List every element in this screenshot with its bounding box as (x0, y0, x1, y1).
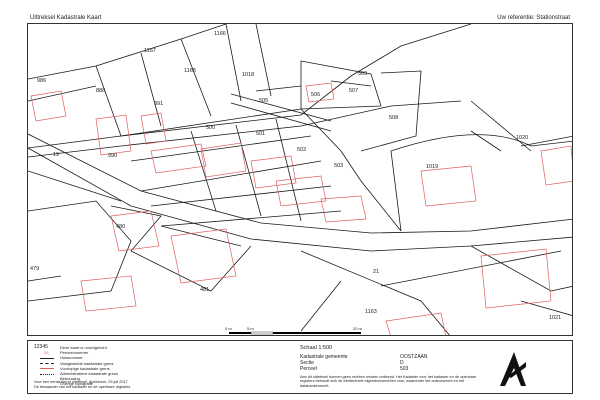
legend-footer: Voor een eensluidend uittreksel, Apeldoo… (34, 380, 130, 389)
parcel-508: 508 (389, 115, 398, 121)
parcel-1021: 1021 (549, 315, 561, 321)
parcel-boundaries (28, 24, 572, 335)
legend-symbol-provisional (40, 363, 54, 365)
legend-symbol-building (40, 368, 54, 370)
parcel-1168: 1168 (184, 68, 196, 74)
legend-item-admin-boundary: Administratieve kadastrale grens (60, 370, 119, 376)
parcel-500: 500 (206, 125, 215, 131)
parcel-479: 479 (30, 266, 39, 272)
legend-item-buildings: Bebouwing (60, 376, 80, 382)
legend-samples: 12345 25 (34, 344, 94, 356)
parcel-1163: 1163 (365, 309, 377, 315)
parcel-509: 509 (358, 71, 367, 77)
parcel-501: 501 (256, 131, 265, 137)
header-reference: Uw referentie: Stationstraat (497, 15, 570, 21)
parcel-19: 19 (53, 152, 59, 158)
parcel-507: 507 (349, 88, 358, 94)
parcel-1167: 1167 (144, 48, 156, 54)
legend-symbol-other (40, 373, 54, 375)
scale-bar: 0 m 5 m 20 m (225, 326, 363, 335)
legend-symbol-column (40, 356, 57, 377)
disclaimer-text: Aan dit uittreksel kunnen geen rechten w… (300, 375, 477, 388)
legend-sample-number: 12345 (34, 344, 48, 350)
parcel-888: 888 (96, 88, 105, 94)
parcel-506: 506 (311, 92, 320, 98)
header-title: Uittreksel Kadastrale Kaart (30, 15, 102, 21)
legend-item-north: Deze kaart is noordgericht (60, 345, 107, 350)
kadaster-logo-icon (500, 352, 526, 386)
parcel-1018: 1018 (242, 72, 254, 78)
parcel-986: 986 (37, 78, 46, 84)
parcel-505: 505 (259, 98, 268, 104)
legend-panel: 12345 25 Deze kaart is noordgericht Perc… (27, 340, 573, 394)
legend-symbol-boundary (40, 358, 54, 360)
parcel-1019: 1019 (426, 164, 438, 170)
parcel-481: 481 (200, 287, 209, 293)
legend-footer-line-1: Voor een eensluidend uittreksel, Apeldoo… (34, 380, 128, 384)
parcel-480: 480 (116, 224, 125, 230)
parcel-21: 21 (373, 269, 379, 275)
legend-item-fixed-boundary: Vastgestelde kadastrale grens (60, 360, 114, 366)
legend-sample-house: 25 (44, 350, 49, 356)
scale-label-0: 0 m (225, 326, 232, 331)
buildings (30, 82, 572, 335)
parcel-502: 502 (297, 147, 306, 153)
legend-item-other: Overige topografie (60, 381, 93, 387)
map-drawing: 1166 1167 1168 1018 986 888 991 505 506 … (28, 24, 572, 335)
scale-label-20: 20 m (353, 326, 363, 331)
parcel-1020: 1020 (516, 135, 528, 141)
scale-label-5: 5 m (247, 326, 254, 331)
parcel-503: 503 (334, 163, 343, 169)
legend-item-house-number: Huisnummer (60, 355, 83, 361)
legend-items: Deze kaart is noordgericht Perceelnummer… (60, 345, 118, 387)
legend-item-parcel-number: Perceelnummer (60, 350, 89, 356)
parcel-990: 990 (108, 153, 117, 159)
legend-footer-line-2: De bewaarder van het kadaster en de open… (34, 384, 131, 389)
parcel-991: 991 (154, 101, 163, 107)
legend-item-provisional-boundary: Voorlopige kadastrale grens (60, 365, 110, 371)
parcel-labels: 1166 1167 1168 1018 986 888 991 505 506 … (30, 31, 561, 321)
cadastral-map: 1166 1167 1168 1018 986 888 991 505 506 … (27, 23, 573, 336)
parcel-1166: 1166 (214, 31, 226, 37)
scale-text: Schaal 1:500 (300, 345, 333, 351)
